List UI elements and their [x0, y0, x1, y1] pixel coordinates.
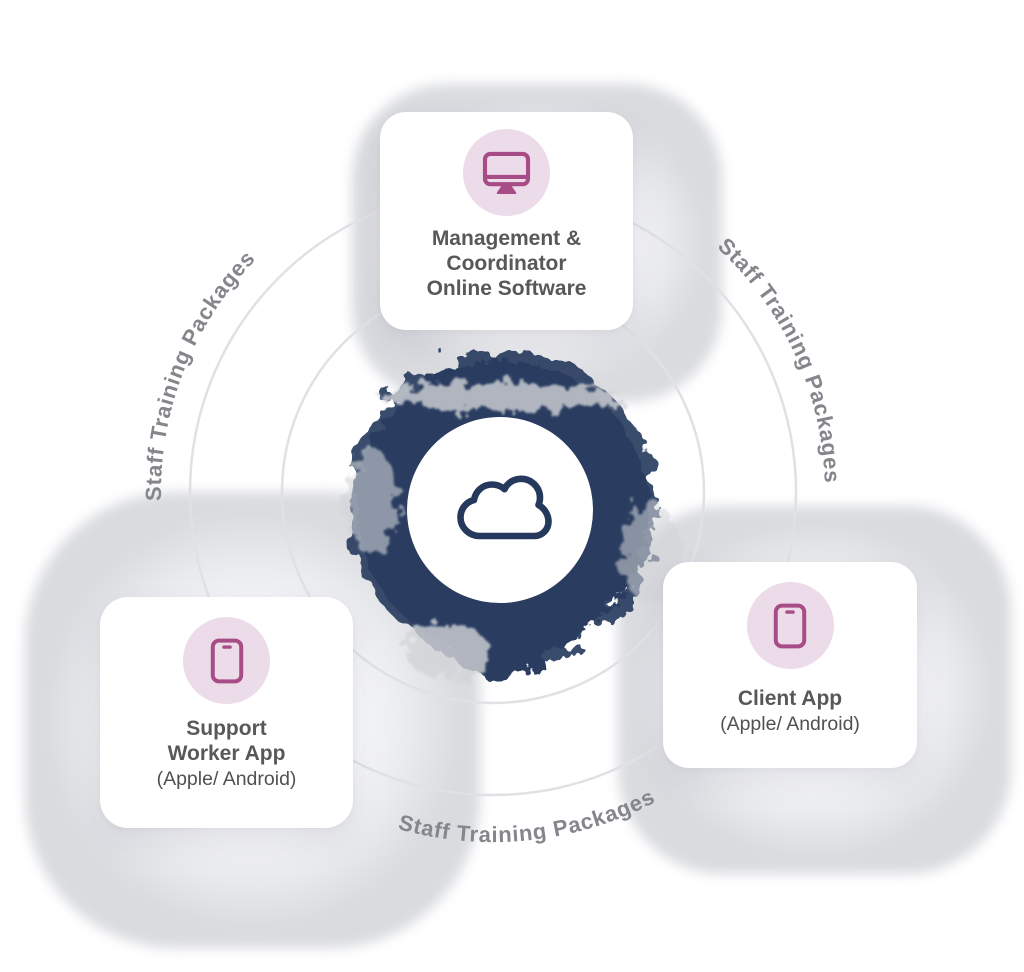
smartphone-icon	[773, 603, 807, 648]
card-subtitle: (Apple/ Android)	[156, 768, 297, 790]
card-title-line: Management &	[431, 227, 582, 250]
icon-circle-support	[183, 617, 270, 704]
arc-label-text: Staff Training Packages	[141, 245, 259, 501]
card-title: Support Worker App	[168, 716, 286, 766]
card-title-line: Coordinator	[446, 252, 567, 275]
icon-circle-client	[746, 582, 834, 669]
desktop-monitor-icon	[482, 151, 531, 195]
arc-label-top-left: Staff Training Packages	[141, 245, 260, 501]
card-title-line: Online Software	[426, 277, 587, 300]
card-title: Client App	[737, 687, 843, 710]
card-title: Management & Coordinator Online Software	[427, 226, 587, 301]
card-client-app: Client App (Apple/ Android)	[663, 562, 917, 768]
card-support-worker-app: Support Worker App (Apple/ Android)	[100, 597, 353, 828]
icon-circle-management	[463, 129, 550, 216]
arc-label-text: Staff Training Packages	[713, 233, 844, 484]
card-title-line: Worker App	[167, 742, 286, 765]
cloud-outline	[457, 475, 552, 540]
card-subtitle: (Apple/ Android)	[720, 713, 860, 735]
cloud-icon	[457, 475, 552, 540]
card-management-software: Management & Coordinator Online Software	[380, 112, 633, 330]
card-title-line: Support	[186, 717, 267, 740]
smartphone-icon	[210, 638, 243, 683]
arc-label-top-right: Staff Training Packages	[713, 233, 845, 484]
